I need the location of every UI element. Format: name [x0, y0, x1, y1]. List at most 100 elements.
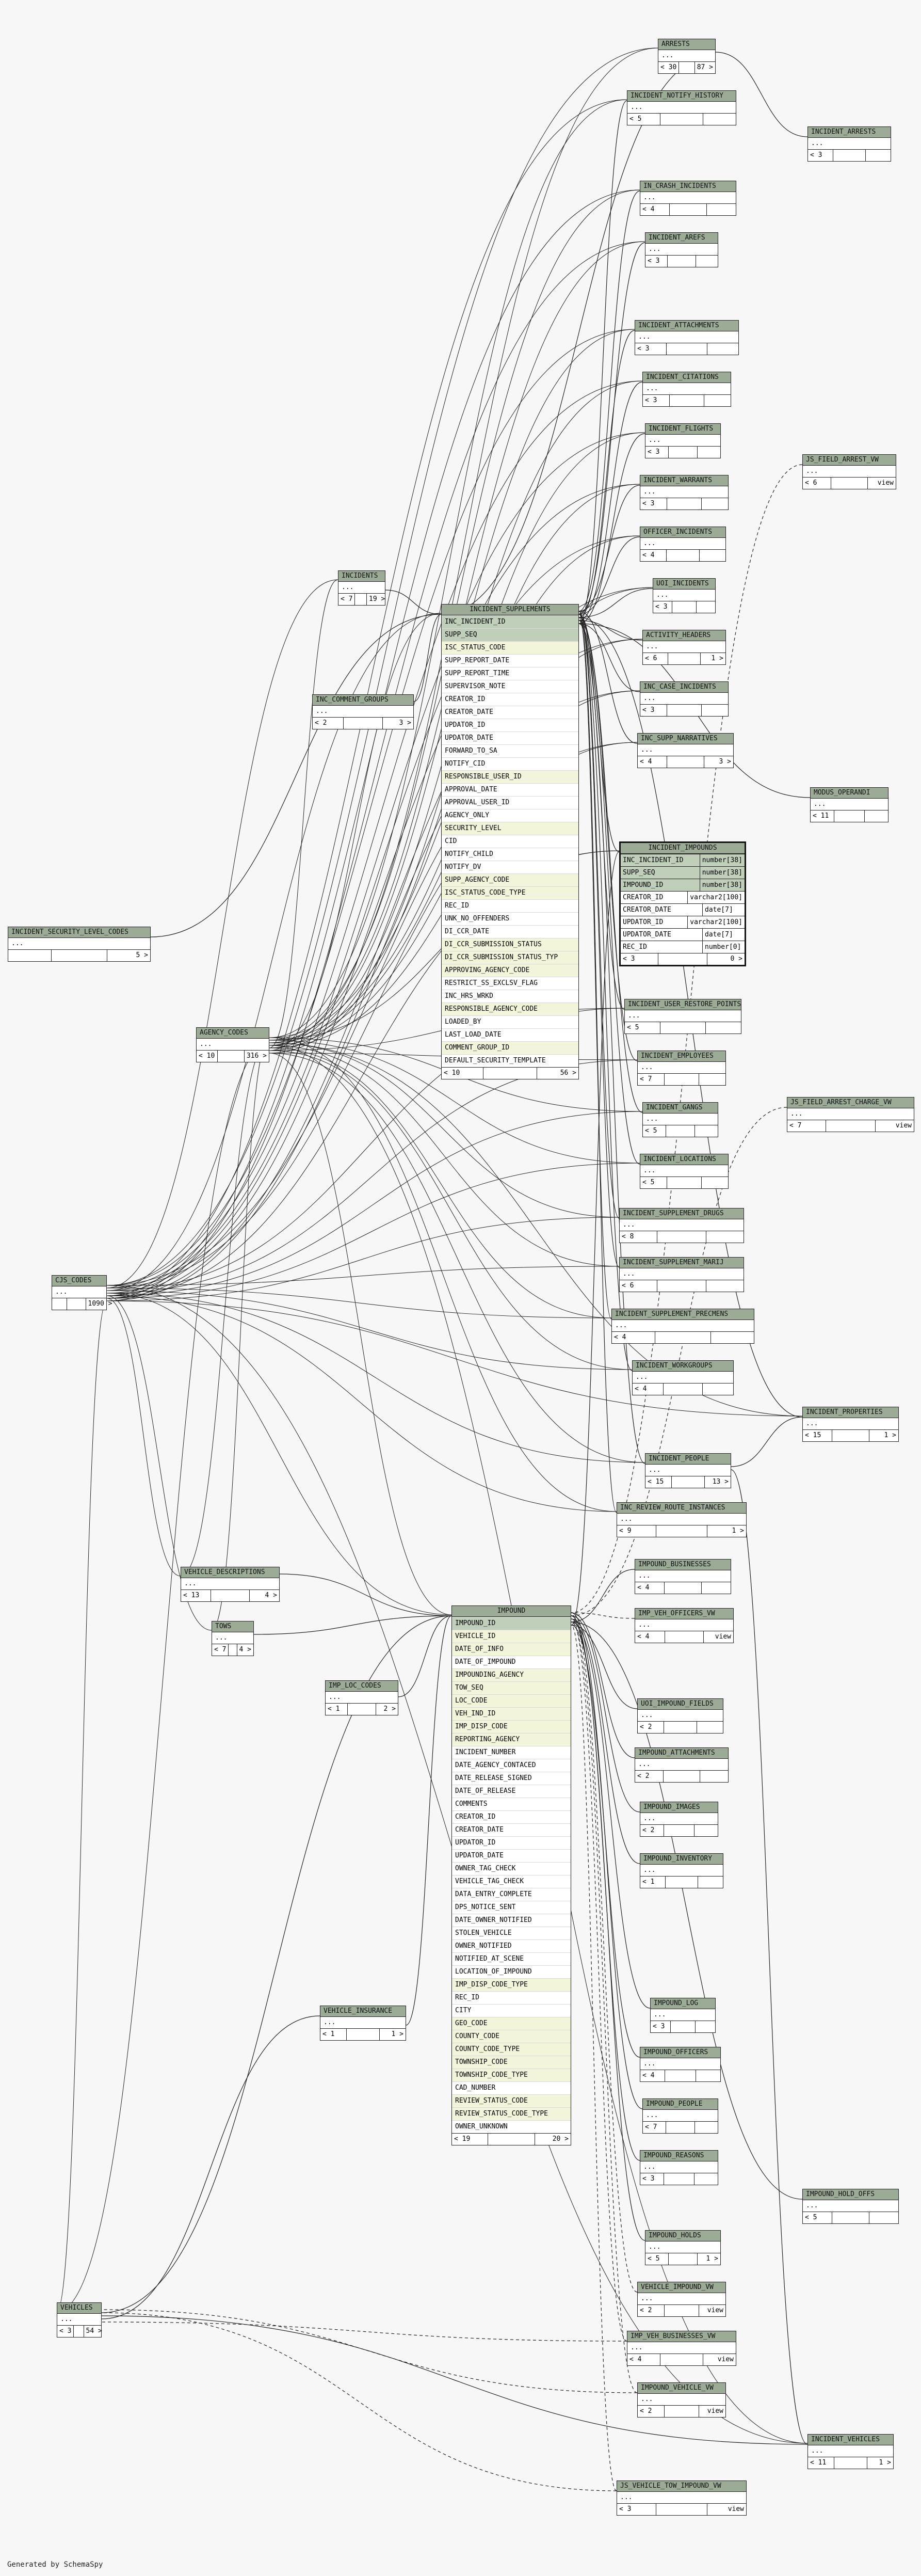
relationship-line [578, 623, 645, 1464]
table-impound-people[interactable]: IMPOUND_PEOPLE...< 7 [642, 2098, 718, 2134]
table-incident-arefs[interactable]: INCIDENT_AREFS...< 3 [645, 232, 718, 267]
collapsed-columns: ... [200, 1040, 212, 1048]
table-title: VEHICLE_IMPOUND_VW [638, 2282, 725, 2293]
table-incident-notify-history[interactable]: INCIDENT_NOTIFY_HISTORY...< 5 [627, 90, 736, 125]
table-impound-attachments[interactable]: IMPOUND_ATTACHMENTS...< 2 [635, 1747, 729, 1783]
table-impound-reasons[interactable]: IMPOUND_REASONS...< 3 [640, 2150, 718, 2185]
table-footer: < 3 [808, 149, 891, 161]
table-incident-attachments[interactable]: INCIDENT_ATTACHMENTS...< 3 [635, 320, 739, 355]
table-uoi-incidents[interactable]: UOI_INCIDENTS...< 3 [653, 578, 716, 613]
table-footer: < 4 [640, 203, 736, 215]
table-title: AGENCY_CODES [197, 1028, 269, 1039]
column-name: UPDATOR_ID [621, 916, 688, 928]
column-row: REPORTING_AGENCY [452, 1733, 571, 1746]
table-title: INCIDENT_PROPERTIES [803, 1407, 898, 1418]
table-impound-officers[interactable]: IMPOUND_OFFICERS...< 4 [640, 2047, 721, 2082]
table-officer-incidents[interactable]: OFFICER_INCIDENTS...< 4 [640, 527, 726, 562]
table-title: INCIDENT_WORKGROUPS [633, 1361, 733, 1372]
table-incident-workgroups[interactable]: INCIDENT_WORKGROUPS...< 4 [632, 1360, 734, 1395]
table-title: INCIDENT_SUPPLEMENTS [442, 605, 578, 615]
table-uoi-impound-fields[interactable]: UOI_IMPOUND_FIELDS...< 2 [637, 1698, 723, 1734]
relationship-line [571, 1618, 645, 2241]
table-incident-supplement-drugs[interactable]: INCIDENT_SUPPLEMENT_DRUGS...< 8 [619, 1208, 744, 1243]
table-incident-supplement-marij[interactable]: INCIDENT_SUPPLEMENT_MARIJ...< 6 [619, 1257, 744, 1292]
column-row: INCIDENT_NUMBER [452, 1746, 571, 1759]
relationship-line [578, 242, 645, 615]
table-incident-arrests[interactable]: INCIDENT_ARRESTS...< 3 [807, 126, 891, 162]
column-row: COMMENTS [452, 1798, 571, 1810]
table-modus-operandi[interactable]: MODUS_OPERANDI...< 11 [810, 787, 888, 822]
table-impound-log[interactable]: IMPOUND_LOG...< 3 [650, 1998, 716, 2033]
table-impound-images[interactable]: IMPOUND_IMAGES...< 2 [640, 1802, 718, 1837]
column-row: UPDATOR_DATE [452, 1849, 571, 1862]
table-incident-flights[interactable]: INCIDENT_FLIGHTS...< 3 [645, 423, 721, 458]
table-title: INCIDENT_WARRANTS [640, 475, 728, 486]
column-row: TOW_SEQ [452, 1681, 571, 1694]
column-row: OWNER_TAG_CHECK [452, 1862, 571, 1875]
table-impound-inventory[interactable]: IMPOUND_INVENTORY...< 1 [640, 1853, 723, 1888]
table-incident-security-level-codes[interactable]: INCIDENT_SECURITY_LEVEL_CODES...5 > [8, 927, 151, 962]
table-impound-businesses[interactable]: IMPOUND_BUSINESSES...< 4 [635, 1559, 731, 1594]
table-impound-hold-offs[interactable]: IMPOUND_HOLD_OFFS...< 5 [802, 2189, 899, 2224]
relationship-line [101, 1615, 452, 2313]
table-title: VEHICLES [57, 2303, 101, 2314]
table-incident-user-restore-points[interactable]: INCIDENT_USER_RESTORE_POINTS...< 5 [624, 999, 741, 1034]
collapsed-columns: ... [615, 1322, 627, 1329]
relationship-line [571, 1621, 803, 2200]
table-incident-gangs[interactable]: INCIDENT_GANGS...< 5 [642, 1102, 718, 1137]
table-incident-warrants[interactable]: INCIDENT_WARRANTS...< 3 [640, 475, 729, 510]
table-title: INCIDENT_SECURITY_LEVEL_CODES [8, 927, 150, 938]
table-incident-employees[interactable]: INCIDENT_EMPLOYEES...< 7 [637, 1051, 726, 1086]
collapsed-columns: ... [638, 333, 651, 341]
relationship-line [269, 1045, 620, 1267]
relationship-line [571, 1621, 638, 2393]
table-incident-locations[interactable]: INCIDENT_LOCATIONS...< 5 [640, 1154, 729, 1189]
table-title: INCIDENT_NOTIFY_HISTORY [627, 91, 736, 102]
column-row: SUPP_SEQ [442, 628, 578, 641]
collapsed-columns: ... [649, 1466, 661, 1474]
column-row: APPROVAL_DATE [442, 783, 578, 796]
column-row: SUPERVISOR_NOTE [442, 680, 578, 693]
table-title: IMPOUND_VEHICLE_VW [638, 2383, 725, 2394]
column-row: DATE_OF_IMPOUND [452, 1656, 571, 1668]
table-incident-supplement-precmens[interactable]: INCIDENT_SUPPLEMENT_PRECMENS...< 4 [611, 1309, 754, 1344]
table-inc-case-incidents[interactable]: INC_CASE_INCIDENTS...< 3 [640, 681, 729, 717]
table-incident-citations[interactable]: INCIDENT_CITATIONS...< 3 [642, 372, 731, 407]
table-in-crash-incidents[interactable]: IN_CRASH_INCIDENTS...< 4 [640, 181, 736, 216]
column-name: REC_ID [621, 941, 703, 953]
table-cjs-codes[interactable]: CJS_CODES...1090 > [52, 1275, 112, 1310]
column-row: REVIEW_STATUS_CODE_TYPE [452, 2107, 571, 2120]
relationship-line [106, 613, 442, 1291]
relationship-line [578, 611, 638, 744]
